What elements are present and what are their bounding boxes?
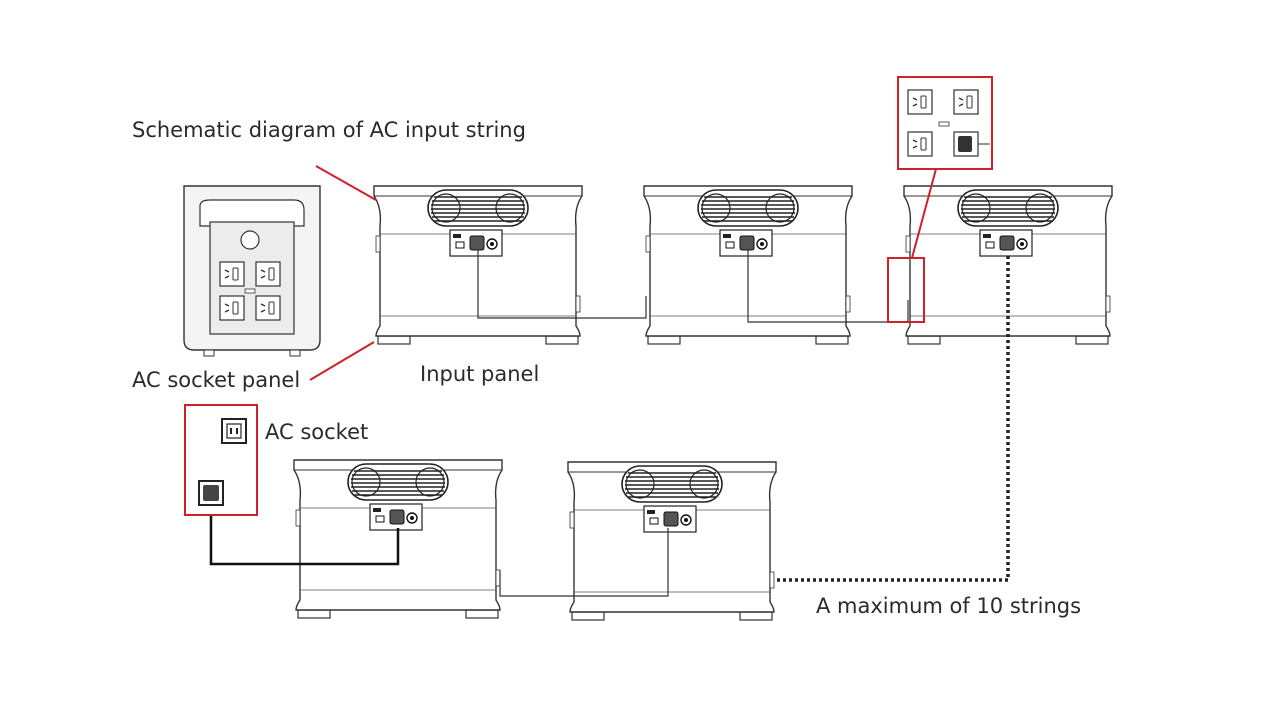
ac-socket-panel-label: AC socket panel [132, 368, 301, 392]
ac-outlet-icon [219, 261, 245, 287]
max-strings-dotted-cable [776, 256, 1010, 582]
input-cables [477, 250, 909, 597]
mains-cable [209, 500, 400, 566]
zoomed-input-panel [907, 89, 990, 157]
input-panel-label: Input panel [420, 362, 540, 386]
ac-socket-label: AC socket [265, 420, 369, 444]
diagram-title: Schematic diagram of AC input string [132, 118, 526, 142]
ac-socket-icons [198, 418, 247, 506]
front-panel-view [183, 185, 321, 357]
max-strings-label: A maximum of 10 strings [816, 594, 1082, 618]
